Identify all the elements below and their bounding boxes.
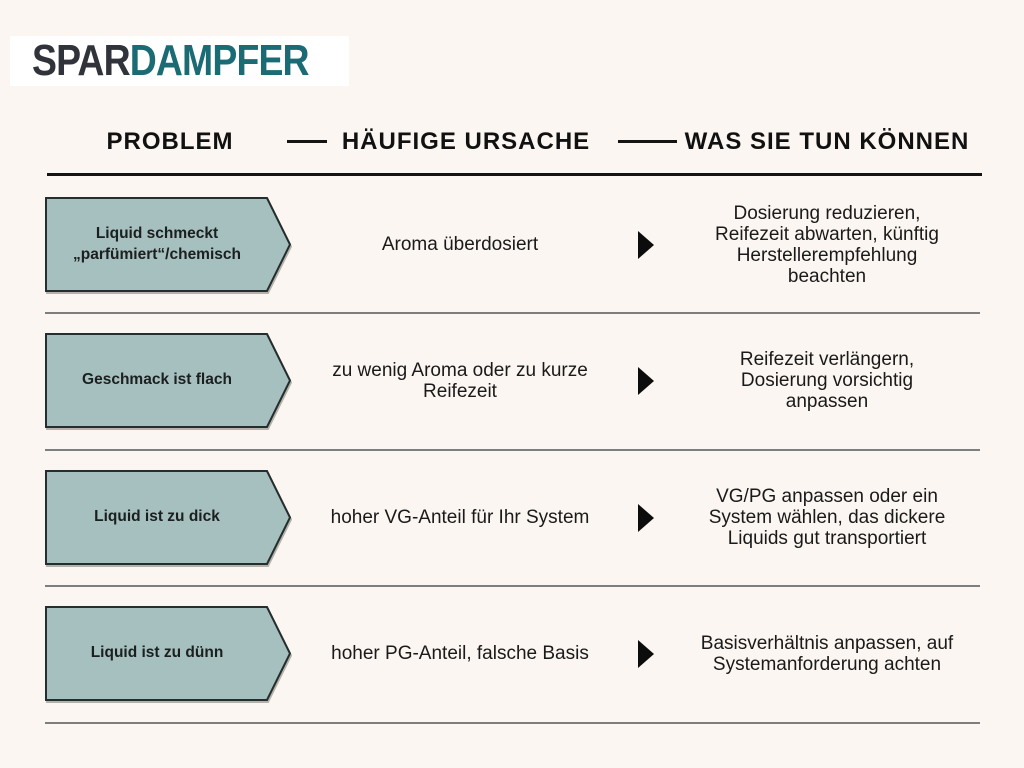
pentagon-arrow-shape (45, 606, 291, 701)
cause-text: Aroma überdosiert (381, 234, 539, 255)
arrow-right-icon (638, 230, 654, 259)
problem-label: Liquid ist zu dünn (90, 644, 224, 662)
problem-label: Liquid ist zu dick (94, 508, 220, 526)
cause-text: hoher VG-Anteil für Ihr System (330, 507, 590, 528)
row-divider-2 (45, 449, 980, 451)
cause-text: hoher PG-Anteil, falsche Basis (331, 643, 589, 664)
column-header-problem: PROBLEM (106, 128, 234, 155)
header-dash-divider-2 (618, 140, 677, 143)
solution-text: Reifezeit verlängern, Dosierung vorsicht… (739, 349, 915, 412)
problem-label: Liquid schmeckt „parfümiert“/chemisch (73, 225, 241, 263)
pentagon-arrow-shape (45, 333, 291, 428)
solution-text: Dosierung reduzieren, Reifezeit abwarten… (715, 202, 939, 287)
problem-label: Geschmack ist flach (82, 371, 232, 389)
solution-text: Basisverhältnis anpassen, auf Systemanfo… (700, 632, 954, 675)
table-row-4: Liquid ist zu dünn hoher PG-Anteil, fals… (0, 606, 1024, 701)
column-header-cause: HÄUFIGE URSACHE (341, 128, 591, 155)
header-dash-divider-1 (287, 140, 327, 143)
arrow-right-icon (638, 366, 654, 395)
row-divider-1 (45, 312, 980, 314)
solution-text: VG/PG anpassen oder ein System wählen, d… (708, 486, 946, 549)
pentagon-arrow-shape (45, 197, 291, 292)
table-row-2: Geschmack ist flach zu wenig Aroma oder … (0, 333, 1024, 428)
problem-arrow-box: Liquid ist zu dick (45, 470, 291, 565)
table-row-3: Liquid ist zu dick hoher VG-Anteil für I… (0, 470, 1024, 565)
header-underline (47, 173, 982, 176)
arrow-right-icon (638, 503, 654, 532)
arrow-right-icon (638, 639, 654, 668)
problem-arrow-box: Liquid schmeckt „parfümiert“/chemisch (45, 197, 291, 292)
cause-text: zu wenig Aroma oder zu kurze Reifezeit (332, 359, 588, 402)
problem-arrow-box: Liquid ist zu dünn (45, 606, 291, 701)
problem-arrow-box: Geschmack ist flach (45, 333, 291, 428)
brand-logo: SPARDAMPFER (10, 36, 349, 86)
row-divider-3 (45, 585, 980, 587)
brand-logo-text: SPARDAMPFER (32, 36, 310, 85)
brand-name-part2: DAMPFER (129, 36, 310, 85)
column-header-solution: WAS SIE TUN KÖNNEN (684, 128, 970, 155)
table-row-1: Liquid schmeckt „parfümiert“/chemisch Ar… (0, 197, 1024, 292)
row-divider-4 (45, 722, 980, 724)
pentagon-arrow-shape (45, 470, 291, 565)
brand-name-part1: SPAR (32, 36, 131, 85)
